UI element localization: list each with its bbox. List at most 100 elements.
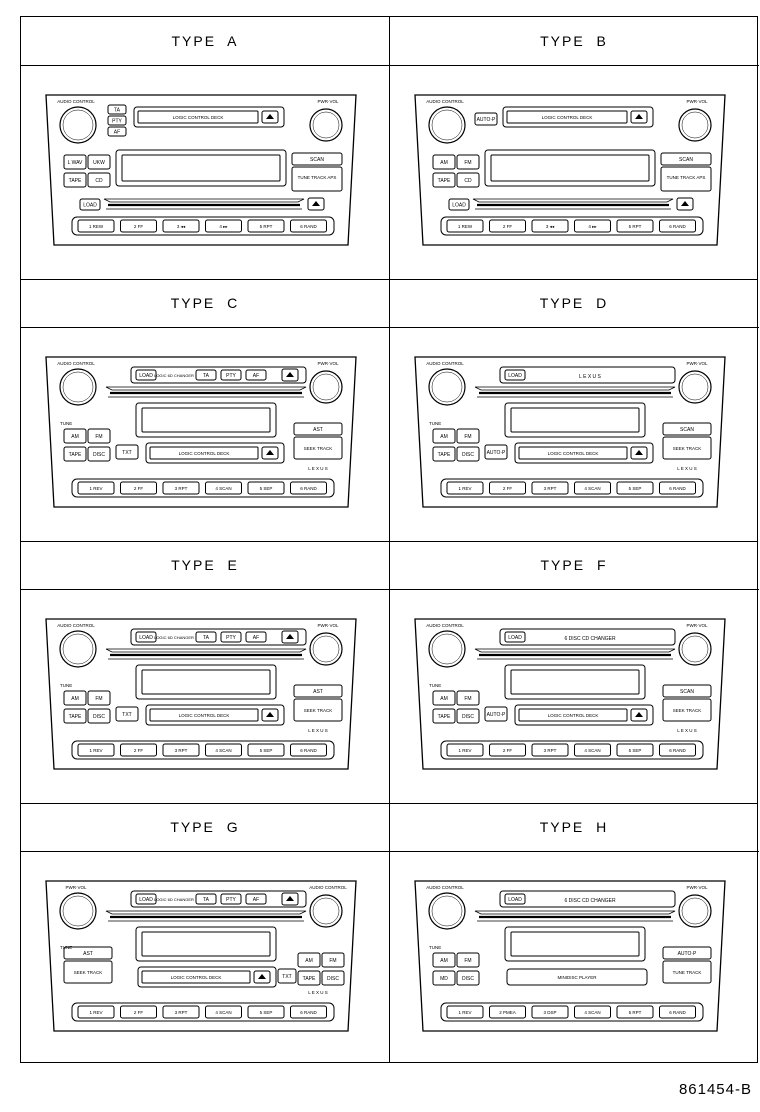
preset-row-preset-5-label: 5 RPT [260,224,273,229]
right-knob-label: AUDIO CONTROL [309,885,347,890]
display [135,402,277,438]
am-button-label: AM [71,696,79,702]
fm-button-label: FM [329,958,336,964]
preset-row-preset-3-label: 3 ◂◂ [177,224,186,229]
preset-row-preset-1-label: 1 REV [458,486,471,491]
load-button-label: LOAD [508,635,522,641]
seek-track-rocker [293,436,343,460]
preset-row-preset-1-label: 1 REV [458,748,471,753]
tune-label: TUNE [429,945,441,950]
cd-slot [474,910,676,922]
cd-slot [105,910,307,922]
cd-eject-button [281,892,299,906]
preset-row-preset-6-label: 6 RAND [669,1010,686,1015]
disc-button [321,970,345,986]
am-button-label: AM [440,696,448,702]
seek-track-rocker [662,960,712,984]
af-button-label: AF [253,373,259,379]
ast-button [293,422,343,436]
txt-button [484,444,508,460]
am-button-label: AM [305,958,313,964]
face-plate [414,94,726,246]
preset-row-preset-3 [531,481,569,495]
top-panel [130,366,307,384]
cassette-deck-label: LOGIC CONTROL DECK [548,451,599,456]
band-2-button [456,154,480,170]
preset-row [440,478,704,498]
display [115,149,287,187]
load-button-label: LOAD [139,897,153,903]
disc-button-label: DISC [93,714,105,720]
load-button-label: LOAD [508,373,522,379]
cassette-deck-eject-button [261,708,279,722]
txt-button-label: TXT [122,450,131,456]
txt-button-label: AUTO·P [487,712,506,718]
tape-button-label: TAPE [303,976,316,982]
preset-row-preset-4 [205,481,242,495]
cassette-deck [133,106,285,128]
preset-row [440,216,704,236]
load-button [135,893,157,905]
tape-button-label: TAPE [438,452,451,458]
band-1-button-label: AM [440,160,448,166]
seek-track-label: SEEK TRACK [673,446,701,451]
face-plate [45,618,357,770]
cd-eject-button-icon [286,372,294,377]
preset-row-preset-4 [205,1005,242,1019]
cassette-deck-door [518,446,628,460]
cd-button-label: CD [464,178,472,184]
preset-row-preset-5-label: 5 SEP [629,748,642,753]
top-panel [130,890,307,908]
tape-button-label: TAPE [69,178,82,184]
am-button [63,690,87,706]
preset-row-preset-2 [120,743,157,757]
preset-row [71,1002,335,1022]
cassette-deck-eject-button [261,446,279,460]
fm-button [456,952,480,968]
af-button [107,126,127,137]
cassette-deck-door [137,110,259,124]
disc-button-label: DISC [462,714,474,720]
cd-eject-button [676,197,694,211]
preset-row-preset-2 [489,219,526,233]
preset-row-preset-4-label: 4 ▸▸ [219,224,228,229]
preset-row-preset-1 [77,743,115,757]
right-knob-label: PWR·VOL [686,361,707,366]
face-plate [45,880,357,1032]
preset-row-preset-6-label: 6 RAND [300,748,317,753]
display-inner [141,931,271,957]
preset-row-preset-3 [531,743,569,757]
preset-row-preset-1-label: 1 REV [89,748,102,753]
txt-button-label: TXT [282,974,291,980]
tune-label: TUNE [60,421,72,426]
pty-button [220,369,242,381]
fm-button [87,690,111,706]
af-button [245,893,267,905]
disc-button [456,446,480,462]
preset-row-preset-2-label: 2 FF [134,1010,144,1015]
ta-button [195,631,217,643]
cassette-deck-eject-button-icon [635,450,643,455]
preset-row-preset-4-label: 4 SCAN [215,748,231,753]
cd-eject-button [281,630,299,644]
top-panel [499,628,676,646]
preset-row-preset-2 [489,481,526,495]
am-button [63,428,87,444]
tune-track-label: TUNE TRACK APS [667,175,706,180]
cd-eject-button [281,368,299,382]
left-knob-label: AUDIO CONTROL [57,623,95,628]
left-knob [428,630,466,668]
display-inner [510,931,640,957]
cassette-deck [502,106,654,128]
preset-row [71,216,335,236]
